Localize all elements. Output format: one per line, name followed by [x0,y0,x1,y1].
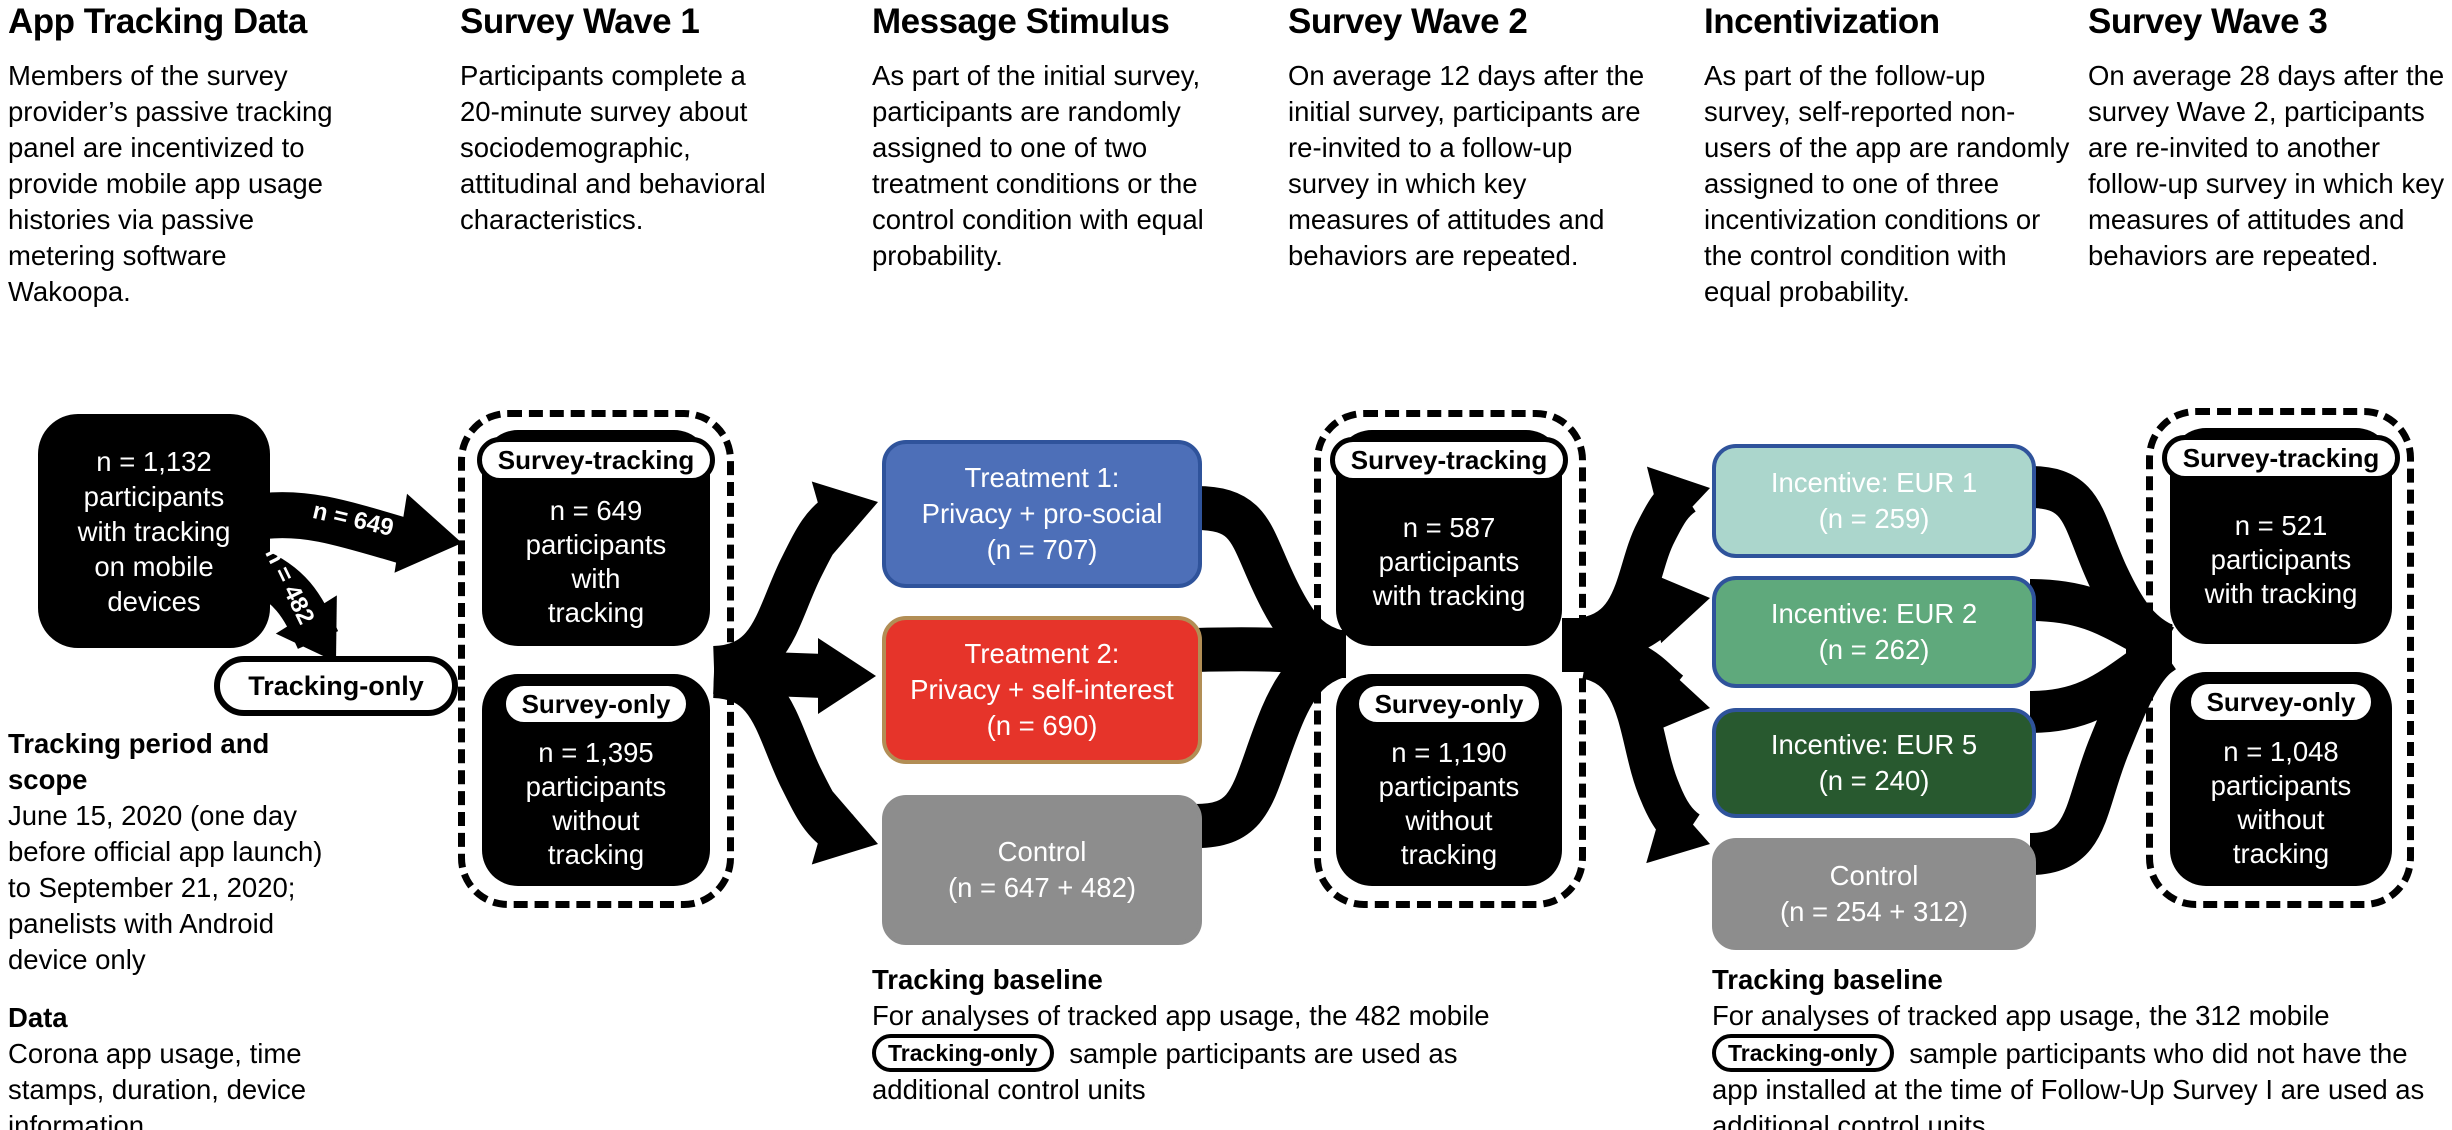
column-title: Survey Wave 1 [460,2,700,41]
treatment2-box: Treatment 2: Privacy + self-interest (n … [882,616,1202,764]
stimulus-control-box: Control (n = 647 + 482) [882,795,1202,945]
arrowhead [811,791,878,865]
arrowhead [818,638,876,714]
wave3-container [2146,408,2414,908]
column-app-tracking-data: App Tracking Data Members of the survey … [8,0,344,310]
wave2-tracking-n: n = 587 participants with tracking [1372,511,1526,611]
survey-tracking-pill: Survey-tracking [476,437,716,483]
arrow-eur5-to-wave3 [2029,634,2176,733]
wave1-survey-only-box: Survey-only n = 1,395 participants witho… [482,674,710,886]
survey-tracking-pill: Survey-tracking [1329,437,1569,483]
wave1-survey-tracking-box: Survey-tracking n = 649 participants wit… [476,430,716,646]
tracking-only-pill: Tracking-only [214,656,458,716]
incentive-eur2-box: Incentive: EUR 2 (n = 262) [1712,576,2036,688]
wave1-only-n: n = 1,395 participants without tracking [525,736,667,870]
wave2-container [1314,410,1586,908]
survey-only-pill: Survey-only [500,681,692,727]
note-text: For analyses of tracked app usage, the 4… [872,1000,1490,1031]
note-tracking-baseline-1: Tracking baseline For analyses of tracke… [872,962,1520,1108]
arrow-control-to-wave3 [2028,633,2177,875]
arrow-wave2-to-control [1580,637,1701,850]
note-body: For analyses of tracked app usage, the 4… [872,998,1520,1108]
column-survey-wave-3: Survey Wave 3 On average 28 days after t… [2088,0,2452,274]
wave3-only-n: n = 1,048 participants without tracking [2210,735,2352,869]
tracking-only-pill-inline: Tracking-only [1712,1034,1894,1072]
wave3-survey-tracking-box: Survey-tracking n = 521 participants wit… [2161,428,2401,644]
column-title: Survey Wave 3 [2088,2,2328,41]
survey-only-pill: Survey-only [2185,679,2377,725]
note-text: For analyses of tracked app usage, the 3… [1712,1000,2330,1031]
column-title: Survey Wave 2 [1288,2,1528,41]
wave3-tracking-n: n = 521 participants with tracking [2204,509,2358,609]
arrow-wave2-to-eur2 [1583,588,1683,663]
note-body: Corona app usage, time stamps, duration,… [8,1038,307,1130]
note-body: For analyses of tracked app usage, the 3… [1712,998,2452,1130]
column-incentivization: Incentivization As part of the follow-up… [1704,0,2074,310]
note-heading: Data [8,1002,68,1033]
column-description: On average 28 days after the survey Wave… [2088,60,2445,271]
arrowhead [1646,466,1710,537]
column-title: App Tracking Data [8,2,307,41]
arrow-eur1-to-wave3 [2029,466,2174,664]
column-description: As part of the initial survey, participa… [872,60,1204,271]
wave2-only-n: n = 1,190 participants without tracking [1378,736,1520,870]
note-heading: Tracking baseline [872,964,1103,995]
treatment1-box: Treatment 1: Privacy + pro-social (n = 7… [882,440,1202,588]
note-tracking-period: Tracking period and scope June 15, 2020 … [8,726,324,1130]
arrow-wave2-to-eur5 [1583,631,1684,709]
column-description: Participants complete a 20-minute survey… [460,60,766,235]
arrowhead [811,481,878,555]
column-title: Incentivization [1704,2,1940,41]
note-text: sample participants who did not have the… [1712,1038,2425,1130]
column-message-stimulus: Message Stimulus As part of the initial … [872,0,1234,274]
wave2-survey-only-box: Survey-only n = 1,190 participants witho… [1336,674,1562,886]
column-survey-wave-1: Survey Wave 1 Participants complete a 20… [460,0,790,238]
note-body: June 15, 2020 (one day before official a… [8,800,323,975]
incentive-eur5-box: Incentive: EUR 5 (n = 240) [1712,708,2036,818]
wave2-survey-tracking-box: Survey-tracking n = 587 participants wit… [1329,430,1569,646]
arrow-wave2-to-eur1 [1580,476,1697,659]
note-tracking-baseline-2: Tracking baseline For analyses of tracke… [1712,962,2452,1130]
flow-label-n649: n = 649 [310,497,397,542]
column-description: On average 12 days after the initial sur… [1288,60,1645,271]
incentive-eur1-box: Incentive: EUR 1 (n = 259) [1712,444,2036,558]
note-text: sample participants are used as addition… [872,1038,1458,1105]
note-heading: Tracking baseline [1712,964,1943,995]
note-heading: Tracking period and scope [8,728,270,795]
column-survey-wave-2: Survey Wave 2 On average 12 days after t… [1288,0,1652,274]
arrow-eur2-to-wave3 [2029,579,2174,665]
column-description: As part of the follow-up survey, self-re… [1704,60,2070,307]
node-source-sample: n = 1,132 participants with tracking on … [38,414,270,648]
arrowhead [1646,793,1710,864]
wave1-tracking-n: n = 649 participants with tracking [525,494,667,628]
survey-only-pill: Survey-only [1353,681,1545,727]
survey-tracking-pill: Survey-tracking [2161,435,2401,481]
tracking-only-pill-inline: Tracking-only [872,1034,1054,1072]
wave1-container [458,410,734,908]
column-title: Message Stimulus [872,2,1170,41]
incentive-control-box: Control (n = 254 + 312) [1712,838,2036,950]
column-description: Members of the survey provider’s passive… [8,60,333,307]
arrowhead [1648,572,1710,644]
arrowhead [1648,662,1710,734]
wave3-survey-only-box: Survey-only n = 1,048 participants witho… [2170,672,2392,886]
